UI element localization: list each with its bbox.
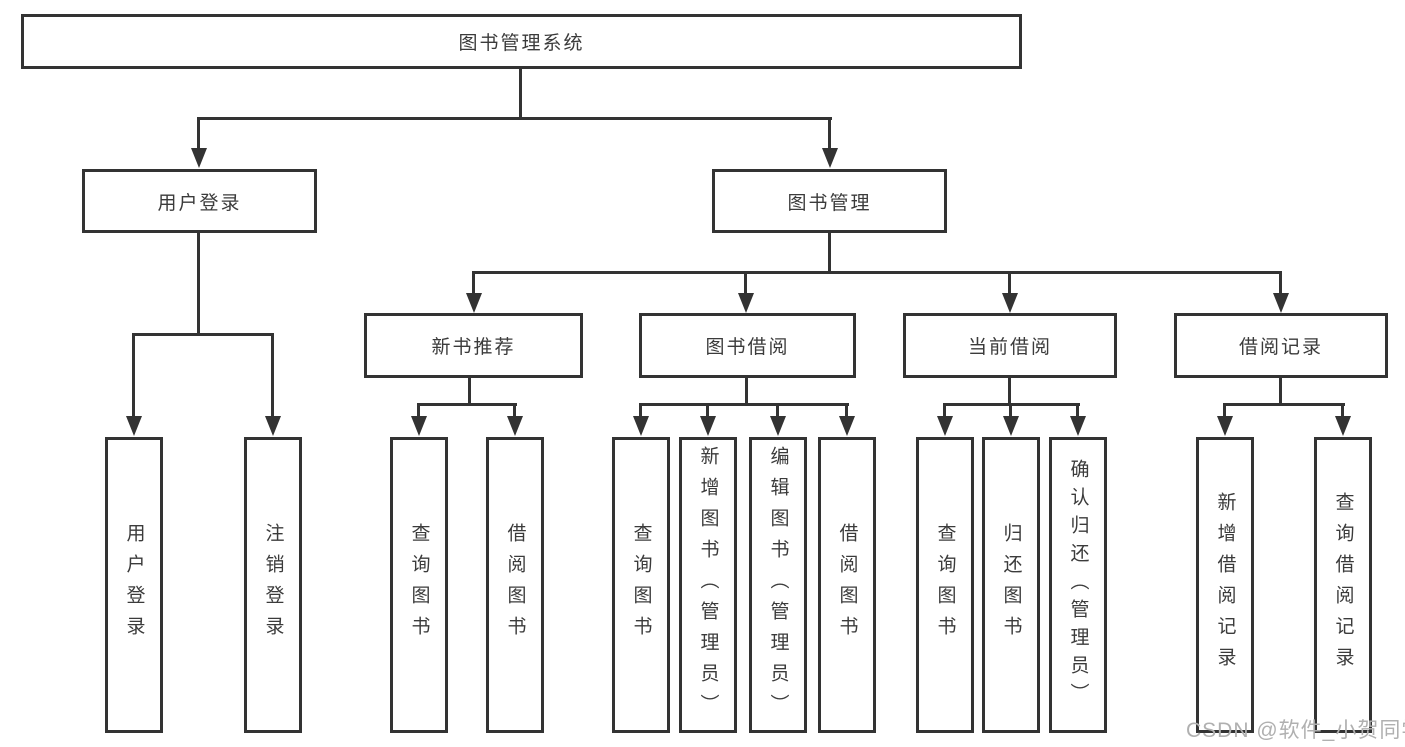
node-label: 用户登录 [157, 192, 242, 214]
arrow-down-icon [770, 416, 786, 436]
connector-line [1009, 403, 1012, 419]
arrow-down-icon [633, 416, 649, 436]
connector-line [1279, 378, 1282, 406]
connector-line [472, 271, 1282, 274]
leaf-confirm-return-admin: 确认归还（管理员） [1049, 437, 1107, 733]
node-label: 图书管理 [787, 192, 872, 214]
leaf-label: 查询图书 [934, 523, 956, 647]
node-label: 新书推荐 [431, 337, 516, 358]
arrow-down-icon [191, 148, 207, 168]
connector-line [639, 403, 642, 419]
leaf-label: 借阅图书 [836, 523, 858, 647]
node-user-login: 用户登录 [82, 169, 317, 233]
arrow-down-icon [1003, 416, 1019, 436]
connector-line [745, 378, 748, 406]
leaf-query-borrow-record: 查询借阅记录 [1314, 437, 1372, 733]
connector-line [1223, 403, 1345, 406]
leaf-edit-book-admin: 编辑图书（管理员） [749, 437, 807, 733]
leaf-logout: 注销登录 [244, 437, 302, 733]
connector-line [1341, 403, 1344, 419]
node-book-borrowing: 图书借阅 [639, 313, 856, 378]
arrow-down-icon [1273, 293, 1289, 313]
arrow-down-icon [1217, 416, 1233, 436]
node-current-borrowing: 当前借阅 [903, 313, 1117, 378]
arrow-down-icon [265, 416, 281, 436]
node-book-management: 图书管理 [712, 169, 947, 233]
connector-line [828, 233, 831, 274]
leaf-query-books-borrow: 查询图书 [612, 437, 670, 733]
leaf-label: 查询借阅记录 [1332, 492, 1354, 678]
connector-line [1008, 378, 1011, 406]
leaf-label: 新增图书（管理员） [697, 445, 719, 725]
arrow-down-icon [822, 148, 838, 168]
connector-line [513, 403, 516, 419]
leaf-label: 用户登录 [123, 523, 145, 647]
connector-line [1279, 271, 1282, 297]
leaf-borrow-books-recommend: 借阅图书 [486, 437, 544, 733]
arrow-down-icon [411, 416, 427, 436]
arrow-down-icon [937, 416, 953, 436]
connector-line [519, 69, 522, 118]
connector-line [706, 403, 709, 419]
leaf-borrow-books: 借阅图书 [818, 437, 876, 733]
node-new-book-recommendation: 新书推荐 [364, 313, 583, 378]
leaf-label: 编辑图书（管理员） [767, 445, 789, 725]
arrow-down-icon [126, 416, 142, 436]
arrow-down-icon [700, 416, 716, 436]
arrow-down-icon [466, 293, 482, 313]
node-label: 当前借阅 [967, 337, 1052, 358]
leaf-return-book: 归还图书 [982, 437, 1040, 733]
connector-line [943, 403, 946, 419]
connector-line [197, 233, 200, 336]
connector-line [271, 333, 274, 419]
leaf-label: 归还图书 [1000, 523, 1022, 647]
node-borrowing-records: 借阅记录 [1174, 313, 1388, 378]
connector-line [132, 333, 135, 419]
leaf-query-books-recommend: 查询图书 [390, 437, 448, 733]
leaf-label: 确认归还（管理员） [1067, 459, 1089, 711]
leaf-label: 新增借阅记录 [1214, 492, 1236, 678]
arrow-down-icon [507, 416, 523, 436]
connector-line [472, 271, 475, 297]
watermark: CSDN @软件_小贺同学 [1186, 719, 1405, 742]
arrow-down-icon [1002, 293, 1018, 313]
node-label: 借阅记录 [1238, 337, 1323, 358]
leaf-add-borrow-record: 新增借阅记录 [1196, 437, 1254, 733]
connector-line [132, 333, 274, 336]
leaf-label: 查询图书 [408, 523, 430, 647]
connector-line [197, 117, 832, 120]
node-library-management-system: 图书管理系统 [21, 14, 1022, 69]
leaf-add-book-admin: 新增图书（管理员） [679, 437, 737, 733]
connector-line [468, 378, 471, 406]
connector-line [417, 403, 420, 419]
connector-line [1223, 403, 1226, 419]
node-label: 图书借阅 [705, 337, 790, 358]
connector-line [1076, 403, 1079, 419]
arrow-down-icon [1070, 416, 1086, 436]
arrow-down-icon [738, 293, 754, 313]
connector-line [845, 403, 848, 419]
arrow-down-icon [1335, 416, 1351, 436]
leaf-label: 查询图书 [630, 523, 652, 647]
connector-line [1008, 271, 1011, 297]
leaf-user-login: 用户登录 [105, 437, 163, 733]
connector-line [639, 403, 849, 406]
leaf-label: 注销登录 [262, 523, 284, 647]
connector-line [417, 403, 517, 406]
connector-line [828, 117, 831, 151]
arrow-down-icon [839, 416, 855, 436]
connector-line [744, 271, 747, 297]
node-label: 图书管理系统 [458, 33, 585, 54]
connector-line [776, 403, 779, 419]
leaf-label: 借阅图书 [504, 523, 526, 647]
leaf-query-books-current: 查询图书 [916, 437, 974, 733]
connector-line [197, 117, 200, 151]
